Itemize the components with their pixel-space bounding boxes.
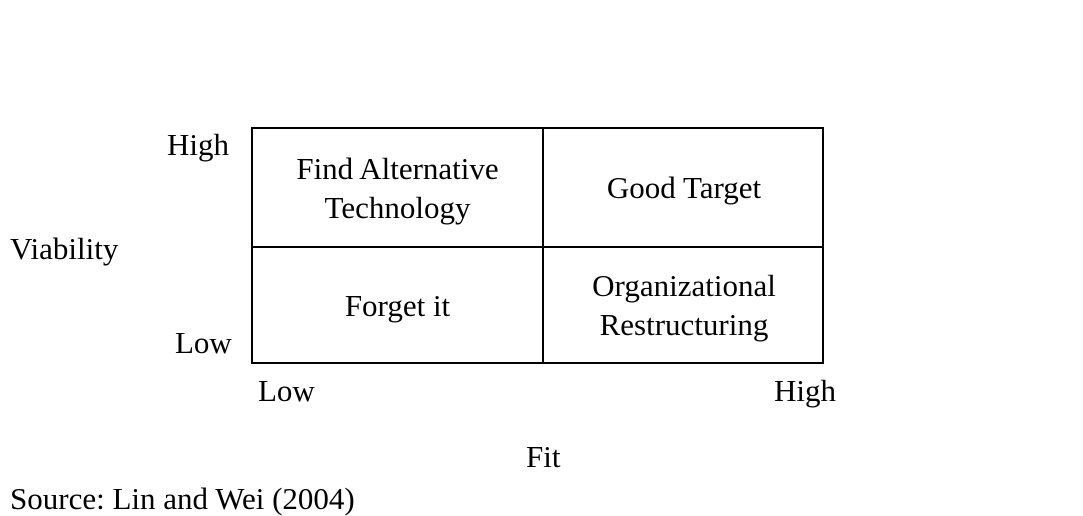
- quadrant-forget-it: Forget it: [253, 248, 542, 362]
- y-axis-low-label: Low: [175, 325, 232, 360]
- quadrant-label-line: Find Alternative: [296, 150, 499, 186]
- quadrant-organizational-restructuring: Organizational Restructuring: [544, 248, 824, 362]
- source-caption: Source: Lin and Wei (2004): [10, 481, 355, 516]
- x-axis-title: Fit: [526, 439, 561, 474]
- y-axis-title: Viability: [10, 231, 119, 266]
- quadrant-matrix: Find Alternative Technology Good Target …: [251, 127, 824, 364]
- vertical-divider: [542, 129, 544, 362]
- quadrant-label-line: Good Target: [606, 170, 762, 205]
- quadrant-good-target: Good Target: [544, 129, 824, 246]
- y-axis-high-label: High: [167, 127, 229, 162]
- x-axis-high-label: High: [774, 373, 836, 408]
- quadrant-find-alternative-technology: Find Alternative Technology: [253, 129, 542, 246]
- horizontal-divider: [253, 246, 822, 248]
- x-axis-low-label: Low: [258, 373, 315, 408]
- quadrant-label-line: Forget it: [344, 287, 451, 323]
- quadrant-label-line: Restructuring: [599, 307, 769, 342]
- quadrant-label-line: Organizational: [592, 268, 776, 303]
- quadrant-label-line: Technology: [324, 189, 471, 225]
